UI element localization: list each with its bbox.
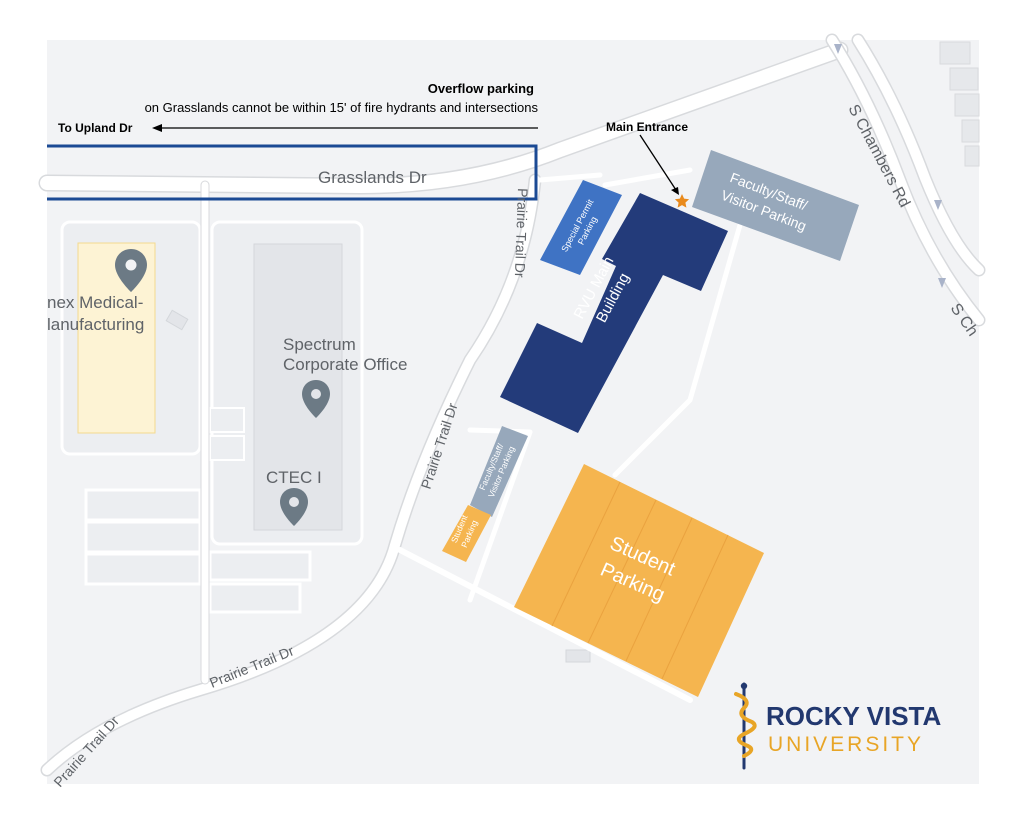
small-parcel xyxy=(208,582,302,614)
house-footprint xyxy=(939,41,971,65)
service-lane xyxy=(612,222,743,478)
small-structure xyxy=(565,649,591,663)
upland-direction-label: To Upland Dr xyxy=(58,121,133,135)
pin-dot xyxy=(289,497,299,507)
overflow-parking-detail: on Grasslands cannot be within 15' of fi… xyxy=(145,100,539,115)
house-footprint xyxy=(964,145,980,167)
spectrum-label-line2: Corporate Office xyxy=(283,355,407,374)
overflow-parking-outline xyxy=(47,144,538,201)
service-lane xyxy=(537,172,603,183)
small-parcel xyxy=(84,520,202,554)
service-lane xyxy=(397,547,693,703)
small-parcel xyxy=(84,488,202,522)
special-permit-lot[interactable] xyxy=(540,180,622,275)
pin-dot xyxy=(311,389,321,399)
small-parcel xyxy=(209,407,245,433)
small-parcel xyxy=(208,550,312,582)
grasslands-label: Grasslands Dr xyxy=(318,168,427,187)
prairie-trail-road xyxy=(42,175,540,775)
small-structure xyxy=(165,309,189,331)
service-lane xyxy=(467,427,533,603)
grasslands-road xyxy=(40,43,847,193)
faculty-lot-south[interactable] xyxy=(470,426,528,517)
logo-line2: UNIVERSITY xyxy=(768,733,924,756)
chevron-down-icon xyxy=(934,200,942,210)
star-icon[interactable] xyxy=(674,194,690,208)
service-lane xyxy=(602,167,693,188)
entrance-pointer-line xyxy=(639,134,677,191)
rvu-main-building[interactable] xyxy=(500,193,728,433)
ctec-label: CTEC I xyxy=(266,468,322,487)
medical-label-line1: nex Medical- xyxy=(47,293,143,312)
student-lot-large-fill xyxy=(514,464,764,697)
spectrum-pin[interactable] xyxy=(302,380,330,418)
student-lot-small[interactable] xyxy=(442,505,491,562)
overflow-parking-title: Overflow parking xyxy=(428,81,534,96)
chambers-road-east xyxy=(853,35,984,275)
faculty-lot-north[interactable] xyxy=(692,150,859,261)
rvu-logo: ROCKY VISTA UNIVERSITY xyxy=(734,682,942,770)
chevron-down-icon xyxy=(938,278,946,288)
logo-line1: ROCKY VISTA xyxy=(766,701,942,731)
ctec-pin[interactable] xyxy=(280,488,308,526)
road-network xyxy=(38,33,986,777)
prairie-trail-label: Prairie Trail Dr xyxy=(512,188,531,278)
student-lot-large[interactable]: Student Parking xyxy=(514,464,764,697)
house-footprint xyxy=(961,119,980,143)
house-footprint xyxy=(954,93,980,117)
spectrum-building-footprint xyxy=(253,243,343,531)
main-entrance-label: Main Entrance xyxy=(606,120,688,134)
house-footprint xyxy=(949,67,979,91)
caduceus-icon xyxy=(734,682,757,770)
parking-rows xyxy=(551,481,729,680)
arrow-left-icon xyxy=(152,124,162,132)
arrow-down-icon xyxy=(671,187,679,195)
pin-dot xyxy=(125,259,137,271)
chambers-road-west xyxy=(827,35,984,325)
chevron-down-icon xyxy=(834,44,842,54)
road-direction-arrows xyxy=(834,44,946,288)
spectrum-label-line1: Spectrum xyxy=(283,335,356,354)
medical-pin[interactable] xyxy=(115,249,147,292)
small-parcel xyxy=(209,435,245,461)
medical-label-line2: lanufacturing xyxy=(47,315,144,334)
small-parcel xyxy=(84,552,202,586)
